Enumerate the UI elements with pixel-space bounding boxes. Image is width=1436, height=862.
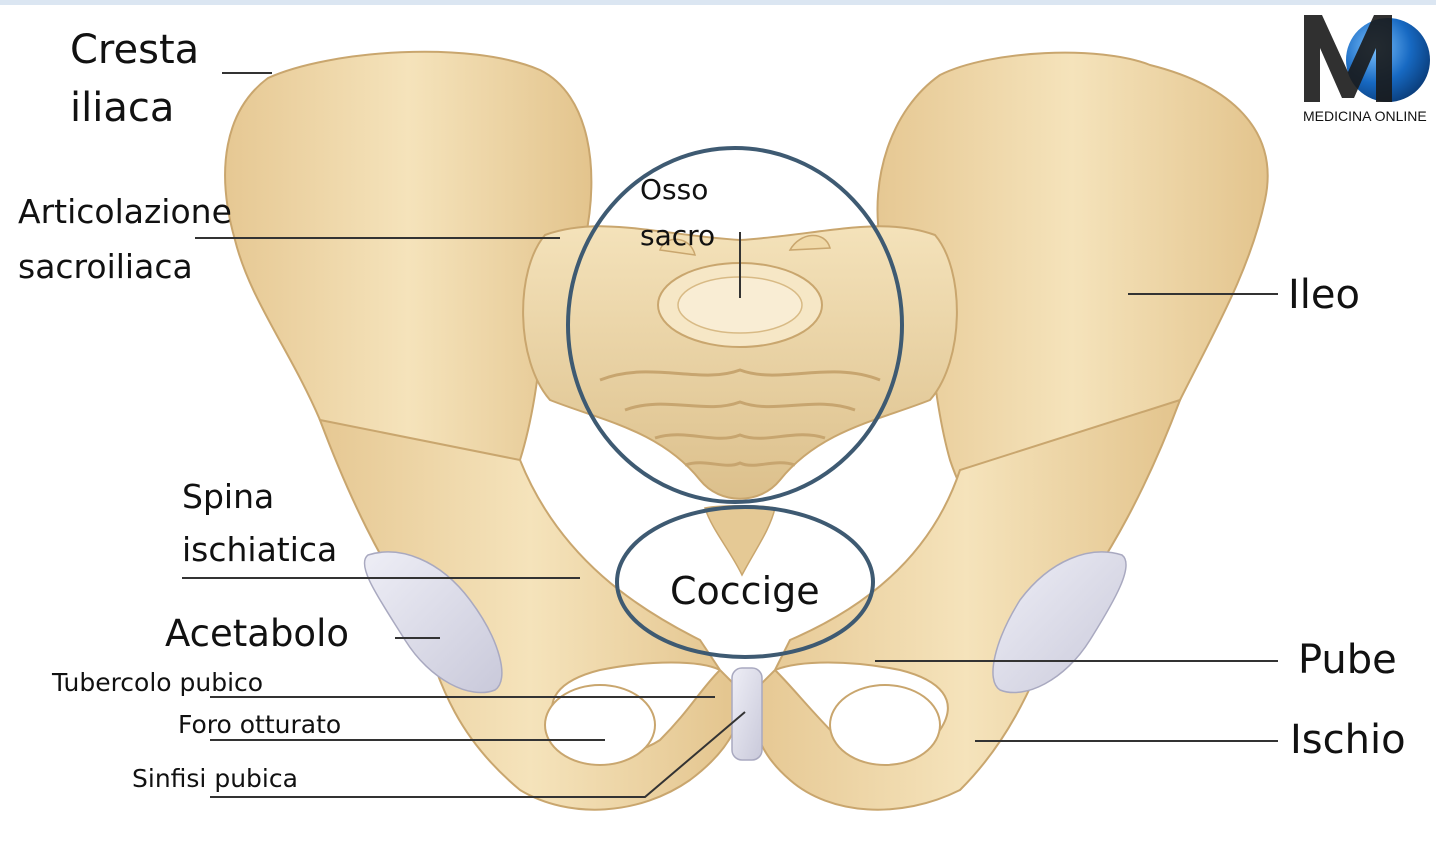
label-spina-ischiatica-line1: Spina: [182, 480, 274, 513]
label-spina-ischiatica-line2: ischiatica: [182, 533, 337, 566]
label-articolazione-line2: sacroiliaca: [18, 250, 193, 283]
label-osso-sacro-line2: sacro: [640, 222, 715, 250]
label-articolazione-line1: Articolazione: [18, 195, 232, 228]
label-coccige: Coccige: [670, 572, 820, 610]
pubic-symphysis: [732, 668, 762, 760]
label-pube: Pube: [1298, 640, 1397, 680]
logo-text: MEDICINA ONLINE: [1303, 108, 1427, 124]
label-foro-otturato: Foro otturato: [178, 712, 341, 737]
label-sinfisi-pubica: Sinfisi pubica: [132, 766, 298, 791]
coccyx: [705, 506, 775, 575]
label-cresta-iliaca-line1: Cresta: [70, 30, 199, 70]
label-ischio: Ischio: [1290, 720, 1406, 760]
right-obturator-foramen: [830, 685, 940, 765]
label-osso-sacro-line1: Osso: [640, 176, 708, 204]
label-cresta-iliaca-line2: iliaca: [70, 88, 174, 128]
label-tubercolo-pubico: Tubercolo pubico: [52, 670, 263, 695]
label-ileo: Ileo: [1288, 275, 1360, 315]
label-acetabolo: Acetabolo: [165, 615, 349, 652]
left-ischium-pubis: [320, 420, 741, 810]
